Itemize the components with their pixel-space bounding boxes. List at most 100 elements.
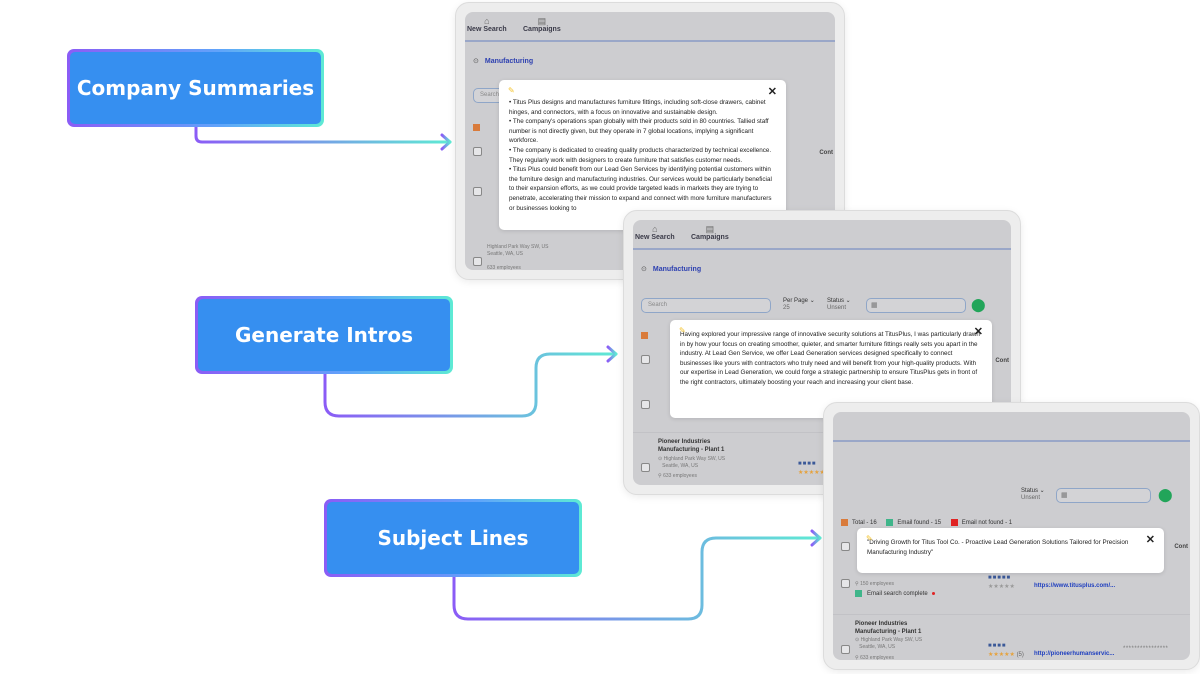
map-pin-icon[interactable]: ⬤ <box>1158 487 1173 502</box>
column-contact: Cont <box>819 150 833 156</box>
pencil-icon[interactable]: ✎ <box>866 534 873 543</box>
address: ⊙ Highland Park Way SW, US Seattle, WA, … <box>658 456 726 469</box>
location-pin-icon: ⊙ <box>473 58 479 65</box>
screenshot-subject-line: Status ⌄Unsent ▦ ⬤ Total - 16 Email foun… <box>823 402 1200 670</box>
column-contact: Cont <box>995 358 1009 364</box>
top-nav <box>833 412 1190 442</box>
email-found-swatch <box>886 519 894 526</box>
feature-company-summaries: Company Summaries <box>67 49 324 127</box>
row-checkbox[interactable] <box>641 400 650 409</box>
summary-bullet: • The company's operations span globally… <box>509 118 769 145</box>
feature-label: Subject Lines <box>327 502 579 574</box>
nav-new-search[interactable]: ⌂ New Search <box>635 224 675 241</box>
total-swatch <box>641 332 648 339</box>
employee-count: 633 employees <box>487 265 521 270</box>
masked-email: **************** <box>1123 646 1169 652</box>
column-contact: Cont <box>1174 544 1188 550</box>
row-checkbox[interactable] <box>473 187 482 196</box>
home-icon: ⌂ <box>652 224 658 234</box>
rating-stars: ★★★★★ (5) <box>988 652 1024 658</box>
select-all-checkbox[interactable] <box>841 542 850 551</box>
intro-popup: ✎ ✕ Having explored your impressive rang… <box>670 320 992 418</box>
top-nav: ⌂ New Search ▤ Campaigns <box>633 220 1011 250</box>
total-swatch <box>841 519 848 526</box>
nav-campaigns[interactable]: ▤ Campaigns <box>523 16 561 33</box>
nav-new-search[interactable]: ⌂ New Search <box>467 16 507 33</box>
close-icon[interactable]: ✕ <box>1145 534 1155 546</box>
screenshot-generate-intro: ⌂ New Search ▤ Campaigns ⊙Manufacturing … <box>623 210 1021 495</box>
top-nav: ⌂ New Search ▤ Campaigns <box>465 12 835 42</box>
legend <box>641 332 652 339</box>
campaigns-icon: ▤ <box>705 224 715 234</box>
email-found-label: Email found - 15 <box>897 520 942 527</box>
social-icons[interactable]: ■■■■■ <box>988 575 1012 581</box>
total-swatch <box>473 124 480 131</box>
select-all-checkbox[interactable] <box>473 147 482 156</box>
app-screen: Status ⌄Unsent ▦ ⬤ Total - 16 Email foun… <box>833 412 1190 660</box>
close-icon[interactable]: ✕ <box>973 326 983 338</box>
summary-bullet: • Titus Plus could benefit from our Lead… <box>509 166 772 212</box>
pencil-icon[interactable]: ✎ <box>679 326 686 335</box>
email-status: Email search complete <box>855 590 935 597</box>
row-checkbox[interactable] <box>473 257 482 266</box>
app-screen: ⌂ New Search ▤ Campaigns ⊙Manufacturing … <box>633 220 1011 485</box>
email-not-found-label: Email not found - 1 <box>961 520 1013 527</box>
status-dropdown[interactable]: Status ⌄Unsent <box>827 298 851 311</box>
location-label: Manufacturing <box>484 58 534 65</box>
employee-count: ⚲ 633 employees <box>855 655 894 660</box>
subject-line-popup: ✎ ✕ "Driving Growth for Titus Tool Co. -… <box>857 528 1164 573</box>
close-icon[interactable]: ✕ <box>767 86 777 98</box>
nav-label: Campaigns <box>691 234 729 241</box>
social-icons[interactable]: ■■■■ <box>798 461 817 467</box>
select-all-checkbox[interactable] <box>641 355 650 364</box>
feature-label: Company Summaries <box>70 52 321 124</box>
website-link[interactable]: https://www.titusplus.com/... <box>1034 583 1116 589</box>
subject-text: "Driving Growth for Titus Tool Co. - Pro… <box>867 539 1129 556</box>
legend: Total - 16 Email found - 15 Email not fo… <box>841 519 1012 526</box>
pencil-icon[interactable]: ✎ <box>508 86 515 95</box>
campaigns-icon: ▤ <box>537 16 547 26</box>
row-checkbox[interactable] <box>841 579 850 588</box>
nav-campaigns[interactable]: ▤ Campaigns <box>691 224 729 241</box>
employee-count: ⚲ 150 employees <box>855 581 894 587</box>
legend <box>473 124 484 131</box>
address: ⊙ Highland Park Way SW, US Seattle, WA, … <box>855 637 923 650</box>
row-checkbox[interactable] <box>641 463 650 472</box>
employee-count: ⚲ 633 employees <box>658 473 697 479</box>
summary-text: • Titus Plus designs and manufactures fu… <box>509 98 776 213</box>
nav-label: Campaigns <box>523 26 561 33</box>
search-input[interactable]: Search <box>641 298 771 313</box>
location-pin-icon: ⊙ <box>641 266 647 273</box>
date-picker[interactable]: ▦ <box>866 298 966 313</box>
website-link[interactable]: http://pioneerhumanservic... <box>1034 651 1115 657</box>
total-label: Total - 16 <box>852 520 877 527</box>
calendar-icon: ▦ <box>1061 492 1068 499</box>
nav-label: New Search <box>467 26 507 33</box>
row-checkbox[interactable] <box>841 645 850 654</box>
map-pin-icon[interactable]: ⬤ <box>971 297 986 312</box>
summary-bullet: • The company is dedicated to creating q… <box>509 146 772 164</box>
per-page-dropdown[interactable]: Per Page ⌄25 <box>783 298 815 311</box>
date-picker[interactable]: ▦ <box>1056 488 1151 503</box>
location-label: Manufacturing <box>652 266 702 273</box>
feature-generate-intros: Generate Intros <box>195 296 453 374</box>
feature-label: Generate Intros <box>198 299 450 371</box>
summary-bullet: • Titus Plus designs and manufactures fu… <box>509 99 766 116</box>
rating-stars: ★★★★★ <box>988 584 1015 590</box>
social-icons[interactable]: ■■■■ <box>988 643 1007 649</box>
location-filter[interactable]: ⊙ Manufacturing <box>641 265 701 273</box>
intro-text: Having explored your impressive range of… <box>680 331 980 386</box>
status-dropdown[interactable]: Status ⌄Unsent <box>1021 488 1045 501</box>
calendar-icon: ▦ <box>871 302 878 309</box>
home-icon: ⌂ <box>484 16 490 26</box>
nav-label: New Search <box>635 234 675 241</box>
company-summary-popup: ✎ ✕ • Titus Plus designs and manufacture… <box>499 80 786 230</box>
location-filter[interactable]: ⊙ Manufacturing <box>473 57 533 65</box>
email-not-found-swatch <box>950 519 958 526</box>
arrow-company-summaries <box>194 125 452 151</box>
feature-subject-lines: Subject Lines <box>324 499 582 577</box>
